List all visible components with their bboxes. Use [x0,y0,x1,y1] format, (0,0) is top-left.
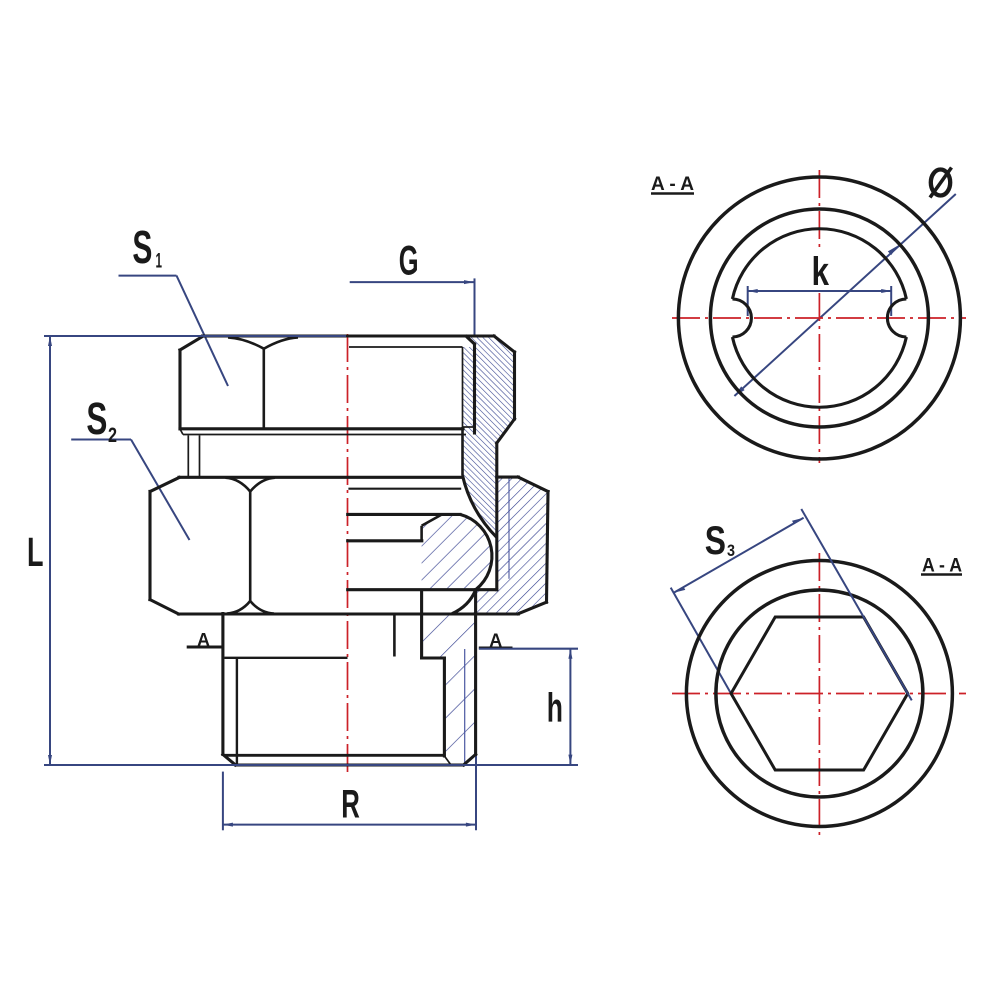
svg-text:A: A [489,631,502,651]
svg-text:L: L [27,529,44,575]
svg-text:A: A [197,630,210,650]
svg-text:1: 1 [156,250,163,273]
svg-text:A - A: A - A [651,173,694,195]
svg-text:S: S [705,519,726,563]
svg-text:h: h [547,685,563,731]
svg-text:3: 3 [727,541,735,560]
svg-text:k: k [812,250,830,294]
svg-text:S: S [132,221,152,273]
svg-text:A - A: A - A [922,555,962,577]
svg-text:2: 2 [108,424,117,447]
svg-text:G: G [399,237,419,284]
svg-text:R: R [341,783,360,827]
svg-text:S: S [86,393,107,444]
